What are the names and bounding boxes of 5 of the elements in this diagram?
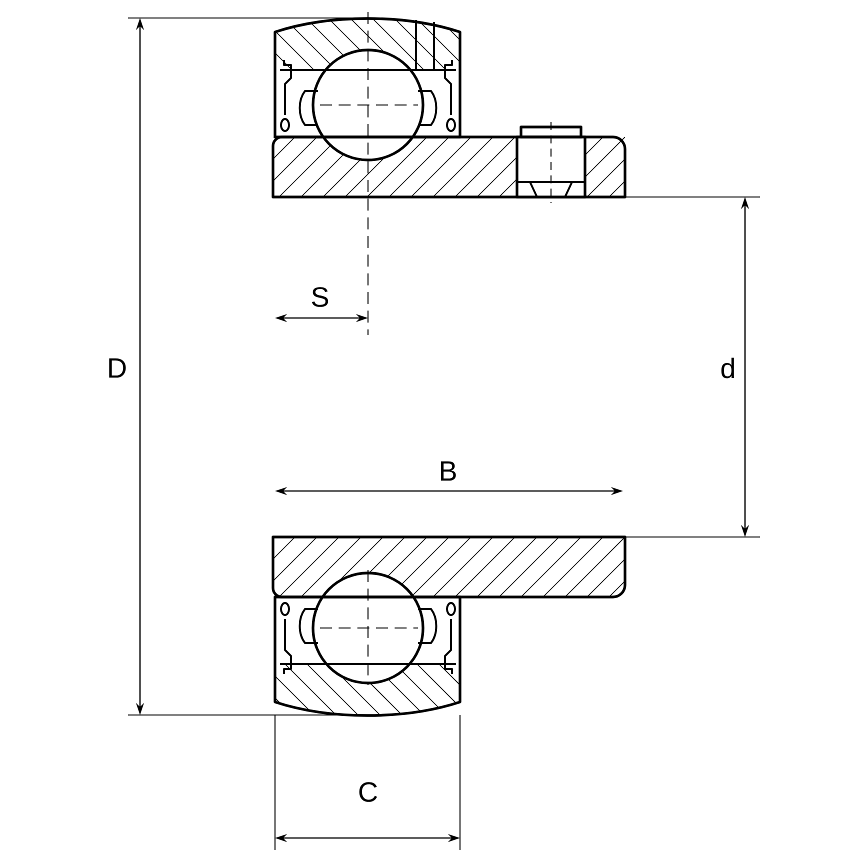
dimension-label: S xyxy=(312,287,328,307)
dimension-label: C xyxy=(359,782,378,802)
dimension-label: d xyxy=(721,358,734,378)
dimension-label: B xyxy=(440,461,456,481)
dimension-label: D xyxy=(109,358,126,378)
